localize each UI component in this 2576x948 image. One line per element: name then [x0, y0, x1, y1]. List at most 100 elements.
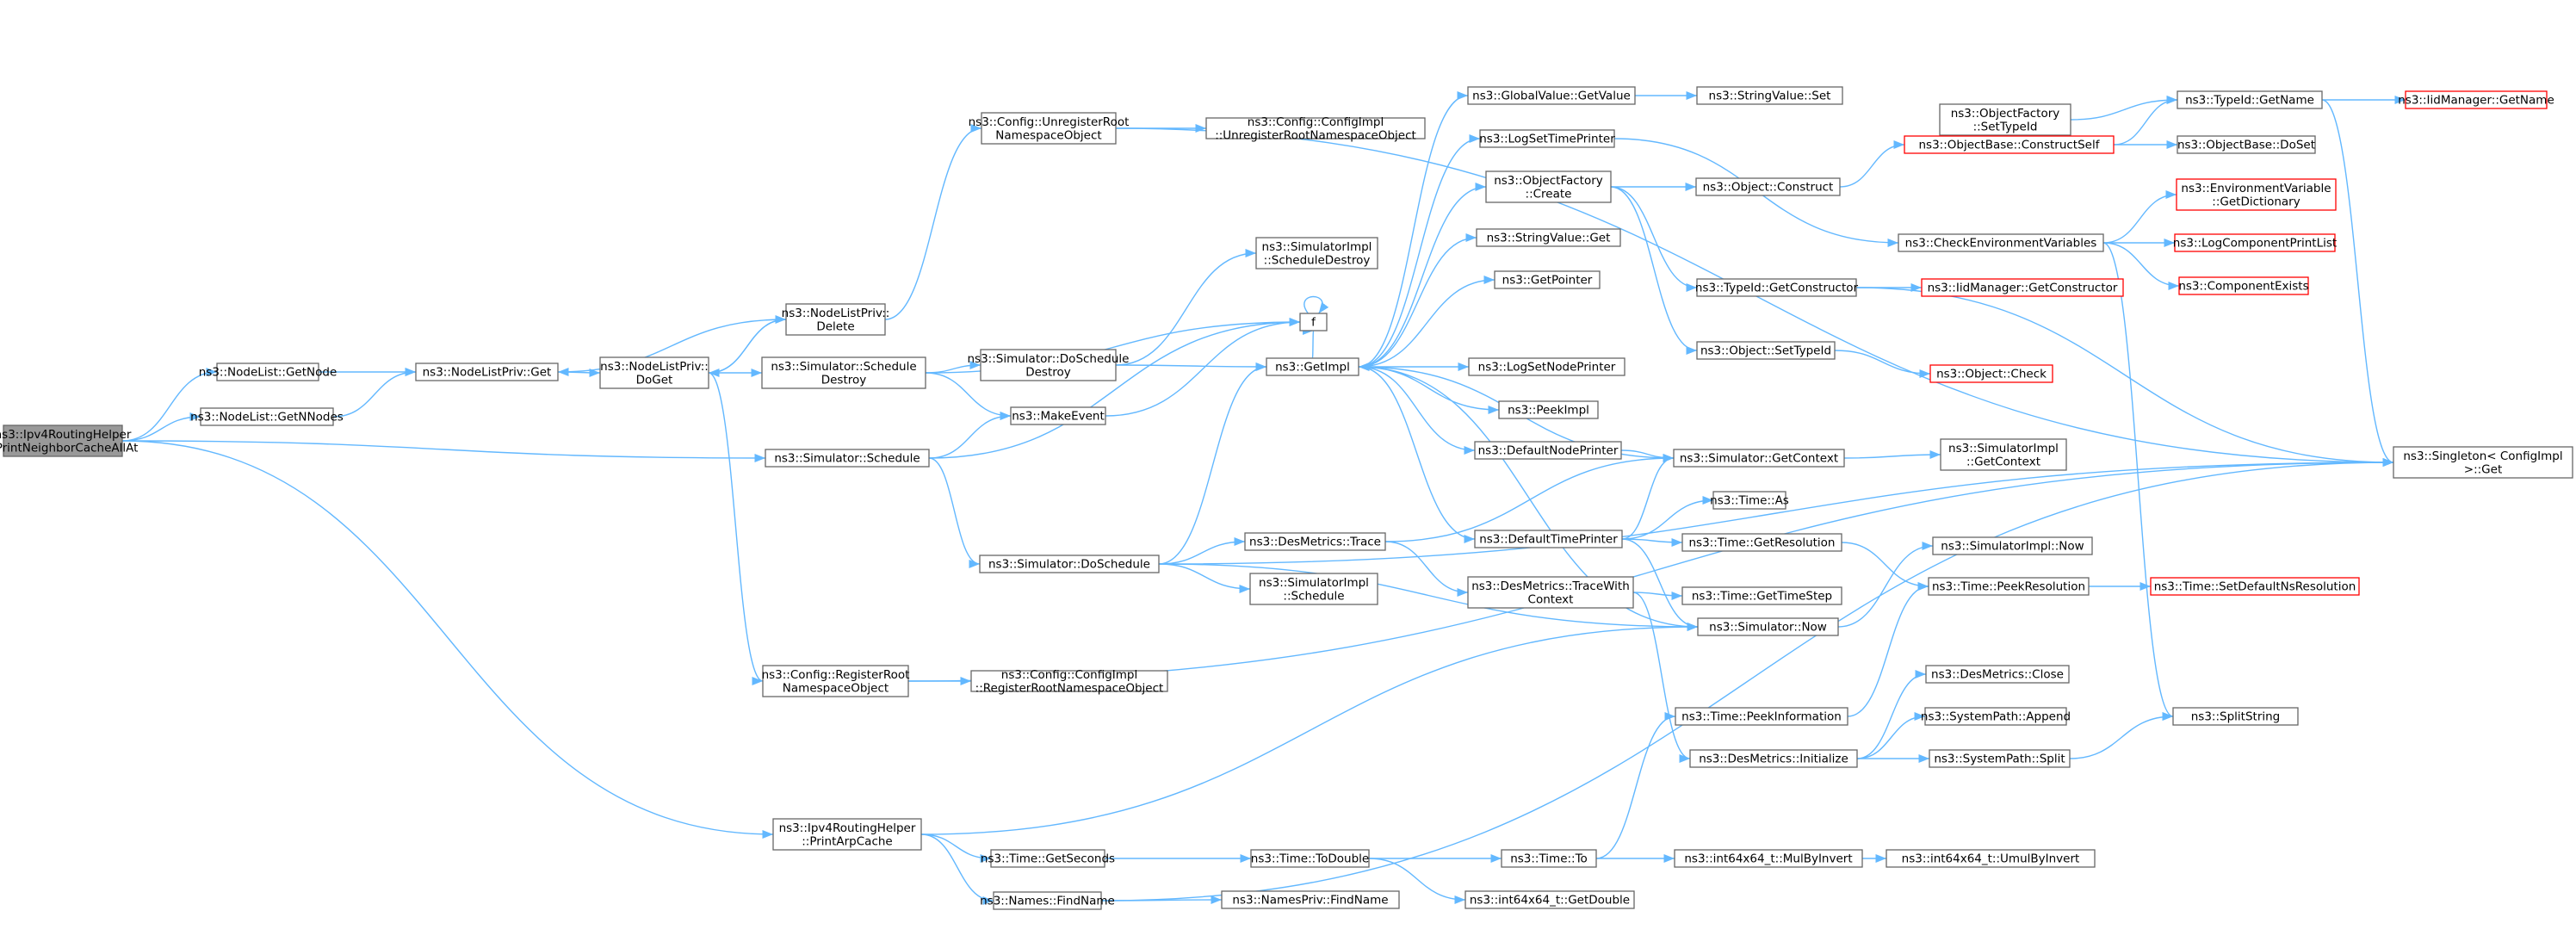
- node-label: ns3::CheckEnvironmentVariables: [1905, 237, 2097, 251]
- node-objgettid[interactable]: ns3::Object::SetTypeId: [1696, 341, 1836, 360]
- edge-getimpl-to-svget: [1358, 232, 1477, 368]
- node-box: [200, 407, 334, 426]
- node-box: [1485, 170, 1612, 203]
- node-splitstring[interactable]: ns3::SplitString: [2172, 707, 2299, 726]
- node-svset[interactable]: ns3::StringValue::Set: [1696, 86, 1843, 105]
- node-simnow[interactable]: ns3::Simulator::Now: [1697, 617, 1839, 636]
- node-label: ns3::Config::ConfigImpl: [1001, 668, 1137, 682]
- node-implnow[interactable]: ns3::SimulatorImpl::Now: [1932, 536, 2093, 555]
- node-label: ns3::IidManager::GetName: [2398, 94, 2554, 108]
- node-label: ns3::SystemPath::Append: [1921, 710, 2071, 724]
- node-peekinfo[interactable]: ns3::Time::PeekInformation: [1675, 707, 1848, 726]
- node-label: ns3::Simulator::Schedule: [774, 452, 920, 466]
- node-timeas[interactable]: ns3::Time::As: [1710, 491, 1789, 510]
- node-setdefres[interactable]: ns3::Time::SetDefaultNsResolution: [2150, 577, 2360, 596]
- node-label: ns3::SplitString: [2191, 710, 2281, 724]
- node-makeevent[interactable]: ns3::MakeEvent: [1010, 406, 1106, 425]
- node-spsplit[interactable]: ns3::SystemPath::Split: [1929, 749, 2071, 768]
- node-implreg[interactable]: ns3::Config::ConfigImpl::RegisterRootNam…: [970, 668, 1168, 696]
- node-tidgetname[interactable]: ns3::TypeId::GetName: [2177, 90, 2323, 109]
- node-doget[interactable]: ns3::NodeListPriv::DoGet: [599, 356, 709, 389]
- node-peekimpl[interactable]: ns3::PeekImpl: [1498, 400, 1599, 419]
- edge-simschedule-to-dosched: [928, 457, 981, 568]
- node-regroot[interactable]: ns3::Config::RegisterRootNamespaceObject: [762, 665, 910, 697]
- node-logsetnode[interactable]: ns3::LogSetNodePrinter: [1468, 357, 1625, 376]
- node-getnode[interactable]: ns3::NodeList::GetNode: [199, 362, 337, 381]
- node-box: [970, 670, 1168, 692]
- edge-deftime-to-getcontext: [1621, 453, 1675, 540]
- node-getres[interactable]: ns3::Time::GetResolution: [1681, 533, 1842, 552]
- node-compexists[interactable]: ns3::ComponentExists: [2178, 276, 2309, 295]
- node-implsched[interactable]: ns3::SimulatorImpl::Schedule: [1249, 573, 1378, 605]
- node-objconstruct[interactable]: ns3::Object::Construct: [1695, 177, 1841, 196]
- node-mulbyinvert[interactable]: ns3::int64x64_t::MulByInvert: [1674, 849, 1863, 868]
- node-findname[interactable]: ns3::Names::FindName: [980, 891, 1115, 910]
- node-iidgetname[interactable]: ns3::IidManager::GetName: [2398, 90, 2554, 109]
- node-deftime[interactable]: ns3::DefaultTimePrinter: [1474, 530, 1623, 548]
- node-tidgetctor[interactable]: ns3::TypeId::GetConstructor: [1695, 278, 1859, 297]
- node-desinit[interactable]: ns3::DesMetrics::Initialize: [1689, 749, 1858, 768]
- node-label: ns3::Time::SetDefaultNsResolution: [2154, 580, 2356, 594]
- node-label: ns3::NodeListPriv::Get: [423, 366, 552, 380]
- node-f[interactable]: f: [1299, 313, 1328, 331]
- node-dosched[interactable]: ns3::Simulator::DoSchedule: [979, 555, 1160, 573]
- node-timeto[interactable]: ns3::Time::To: [1501, 849, 1597, 868]
- node-obdoset[interactable]: ns3::ObjectBase::DoSet: [2177, 135, 2316, 154]
- node-svget[interactable]: ns3::StringValue::Get: [1476, 228, 1621, 247]
- node-schedestroy[interactable]: ns3::Simulator::ScheduleDestroy: [761, 356, 926, 389]
- node-box: [1681, 533, 1842, 552]
- node-singleton[interactable]: ns3::Singleton< ConfigImpl>::Get: [2393, 446, 2573, 479]
- node-privdelete[interactable]: ns3::NodeListPriv::Delete: [782, 303, 890, 336]
- node-implschedestroy[interactable]: ns3::SimulatorImpl::ScheduleDestroy: [1255, 237, 1378, 270]
- node-ofsettid[interactable]: ns3::ObjectFactory::SetTypeId: [1939, 103, 2071, 136]
- node-i64getdouble[interactable]: ns3::int64x64_t::GetDouble: [1464, 890, 1635, 909]
- node-label: ns3::Object::Construct: [1703, 181, 1834, 195]
- node-box: [990, 849, 1105, 868]
- node-desclose[interactable]: ns3::DesMetrics::Close: [1925, 665, 2070, 684]
- node-label: ::GetContext: [1966, 455, 2040, 468]
- node-obconstructself[interactable]: ns3::ObjectBase::ConstructSelf: [1904, 135, 2115, 154]
- node-gvgetvalue[interactable]: ns3::GlobalValue::GetValue: [1467, 86, 1636, 105]
- node-trace[interactable]: ns3::DesMetrics::Trace: [1244, 532, 1386, 551]
- edge-regroot-to-singleton: [907, 457, 2394, 682]
- node-checkenv[interactable]: ns3::CheckEnvironmentVariables: [1898, 233, 2104, 252]
- edge-spsplit-to-splitstring: [2069, 711, 2174, 759]
- node-privfind[interactable]: ns3::NamesPriv::FindName: [1221, 890, 1400, 909]
- node-getimpl[interactable]: ns3::GetImpl: [1266, 357, 1359, 376]
- node-privget[interactable]: ns3::NodeListPriv::Get: [415, 362, 559, 381]
- node-box: [1712, 491, 1786, 510]
- node-umulbyinvert[interactable]: ns3::int64x64_t::UmulByInvert: [1886, 849, 2096, 868]
- node-label: NamespaceObject: [995, 128, 1101, 142]
- node-label: ns3::IidManager::GetConstructor: [1928, 282, 2118, 295]
- node-unregroot[interactable]: ns3::Config::UnregisterRootNamespaceObje…: [969, 112, 1130, 145]
- node-defnode[interactable]: ns3::DefaultNodePrinter: [1474, 441, 1622, 460]
- node-box: [762, 665, 909, 697]
- node-iidgetctor[interactable]: ns3::IidManager::GetConstructor: [1921, 278, 2124, 297]
- node-getnnodes[interactable]: ns3::NodeList::GetNNodes: [190, 407, 344, 426]
- node-simschedule[interactable]: ns3::Simulator::Schedule: [765, 449, 930, 468]
- node-root[interactable]: ns3::Ipv4RoutingHelper::PrintNeighborCac…: [0, 424, 138, 457]
- node-gettimestep[interactable]: ns3::Time::GetTimeStep: [1681, 586, 1842, 605]
- node-getcontext[interactable]: ns3::Simulator::GetContext: [1673, 449, 1845, 468]
- node-box: [1474, 441, 1622, 460]
- node-getpointer[interactable]: ns3::GetPointer: [1494, 270, 1601, 289]
- node-getseconds[interactable]: ns3::Time::GetSeconds: [981, 849, 1115, 868]
- node-peekres[interactable]: ns3::Time::PeekResolution: [1928, 577, 2090, 596]
- node-spappend[interactable]: ns3::SystemPath::Append: [1921, 707, 2071, 726]
- node-implgetctx[interactable]: ns3::SimulatorImpl::GetContext: [1940, 438, 2067, 471]
- edge-tracewith-to-desinit: [1632, 592, 1691, 763]
- edge-getnnodes-to-privget: [332, 367, 417, 418]
- node-logsettime[interactable]: ns3::LogSetTimePrinter: [1479, 129, 1615, 148]
- node-label: ns3::DefaultTimePrinter: [1479, 533, 1618, 547]
- edge-schedestroy-to-makeevent: [925, 372, 1012, 421]
- node-printarp[interactable]: ns3::Ipv4RoutingHelper::PrintArpCache: [772, 818, 922, 851]
- node-logcomplist[interactable]: ns3::LogComponentPrintList: [2173, 233, 2337, 252]
- node-ofcreate[interactable]: ns3::ObjectFactory::Create: [1485, 170, 1612, 203]
- node-implunreg[interactable]: ns3::Config::ConfigImpl::UnregisterRootN…: [1205, 115, 1426, 143]
- node-objcheck[interactable]: ns3::Object::Check: [1929, 364, 2053, 383]
- node-envgetdict[interactable]: ns3::EnvironmentVariable::GetDictionary: [2176, 178, 2337, 211]
- node-box: [1299, 313, 1328, 331]
- node-todouble[interactable]: ns3::Time::ToDouble: [1250, 849, 1370, 868]
